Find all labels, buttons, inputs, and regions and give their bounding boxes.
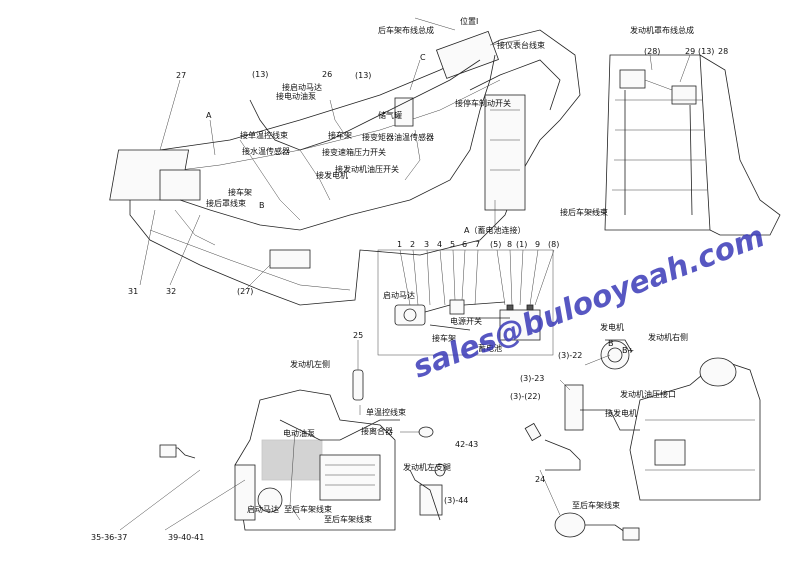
label-elec-pump: 电动油泵 — [283, 428, 315, 438]
label-right-engine-title: 发动机右侧 — [648, 332, 688, 342]
label-b-mark: B — [259, 201, 265, 210]
left-engine-view — [119, 340, 446, 531]
label-power-switch: 电源开关 — [450, 316, 482, 326]
label-13b: (13) — [355, 71, 371, 80]
label-39-40-41: 39-40-41 — [168, 533, 204, 542]
label-28a: (28) — [644, 47, 660, 56]
label-to-elec-pump: 接电动油泵 — [276, 91, 316, 101]
label-battery-title: A（蓄电池连接） — [464, 225, 525, 235]
label-battery-starter: 启动马达 — [383, 290, 415, 300]
label-to-rear-hood: 接后罩线束 — [206, 198, 246, 208]
battery-num: 4 — [437, 240, 442, 249]
label-3-22b: (3)-(22) — [510, 392, 541, 401]
label-13-hood: (13) — [698, 47, 714, 56]
label-a-mark: A — [206, 111, 212, 120]
label-left-engine-title: 发动机左侧 — [290, 359, 330, 369]
label-b-terminal: B — [608, 339, 614, 348]
label-right-to-rear: 至后车架线束 — [572, 500, 620, 510]
label-to-frame-2: 接车架 — [228, 187, 252, 197]
label-c-mark: C — [420, 53, 426, 62]
label-26: 26 — [322, 70, 332, 79]
label-to-frame: 接车架 — [328, 130, 352, 140]
label-to-generator: 接发电机 — [316, 170, 348, 180]
battery-num: 3 — [424, 240, 429, 249]
label-to-dash: 接仪表台线束 — [497, 40, 545, 50]
label-to-water-temp: 接水温传感器 — [242, 146, 290, 156]
battery-num: 1 — [397, 240, 402, 249]
label-27b: (27) — [237, 287, 253, 296]
label-oil-port: 发动机油压接口 — [620, 389, 676, 399]
label-to-conv-oil-temp: 接变矩器油温传感器 — [362, 132, 434, 142]
label-3-44: (3)-44 — [444, 496, 468, 505]
label-13a: (13) — [252, 70, 268, 79]
battery-num: 7 — [475, 240, 480, 249]
label-to-starter: 接启动马达 — [282, 82, 322, 92]
label-left-to-rear-2: 至后车架线束 — [324, 514, 372, 524]
battery-number-row: 1 2 3 4 5 6 7 (5) 8 (1) 9 (8) — [397, 240, 559, 249]
label-generator: 发电机 — [600, 322, 624, 332]
label-left-to-rear-1: 至后车架线束 — [284, 504, 332, 514]
label-29: 29 — [685, 47, 695, 56]
battery-num: (5) — [490, 240, 501, 249]
label-to-clutch: 接离合器 — [361, 426, 393, 436]
battery-view — [377, 249, 555, 356]
label-hood-title: 发动机罩布线总成 — [630, 25, 694, 35]
label-27: 27 — [176, 71, 186, 80]
label-24: 24 — [535, 475, 545, 484]
label-air-tank: 储气罐 — [378, 110, 402, 120]
hood-view — [590, 54, 781, 236]
label-rear-harness-title: 后车架布线总成 — [378, 25, 434, 35]
battery-num: 8 — [507, 240, 512, 249]
label-left-starter: 启动马达 — [247, 504, 279, 514]
label-battery-to-frame: 接车架 — [432, 333, 456, 343]
right-engine-view — [524, 339, 761, 541]
battery-num: 2 — [410, 240, 415, 249]
label-to-eng-oil-press: 接发动机油压开关 — [335, 164, 399, 174]
battery-num: 5 — [450, 240, 455, 249]
battery-num: 9 — [535, 240, 540, 249]
label-3-23: (3)-23 — [520, 374, 544, 383]
rear-frame-view — [109, 17, 581, 306]
label-hood-to-rear-frame: 接后车架线束 — [560, 207, 608, 217]
label-to-park-brake: 接停车制动开关 — [455, 98, 511, 108]
label-32: 32 — [166, 287, 176, 296]
label-to-single-temp: 接单温控线束 — [240, 130, 288, 140]
label-42-43: 42-43 — [455, 440, 478, 449]
label-right-to-generator: 接发电机 — [605, 408, 637, 418]
label-28b: 28 — [718, 47, 728, 56]
label-31: 31 — [128, 287, 138, 296]
battery-num: (8) — [548, 240, 559, 249]
label-left-bracket: 发动机左支腿 — [403, 462, 451, 472]
battery-num: 6 — [462, 240, 467, 249]
label-position-1: 位置Ⅰ — [460, 16, 478, 26]
label-25: 25 — [353, 331, 363, 340]
label-35-36-37: 35-36-37 — [91, 533, 127, 542]
label-left-single-temp: 单温控线束 — [366, 407, 406, 417]
battery-num: (1) — [516, 240, 527, 249]
label-3-22a: (3)-22 — [558, 351, 582, 360]
label-to-gear-press: 接变速箱压力开关 — [322, 147, 386, 157]
label-battery: 蓄电池 — [478, 343, 502, 353]
label-bplus-terminal: B+ — [622, 346, 634, 355]
